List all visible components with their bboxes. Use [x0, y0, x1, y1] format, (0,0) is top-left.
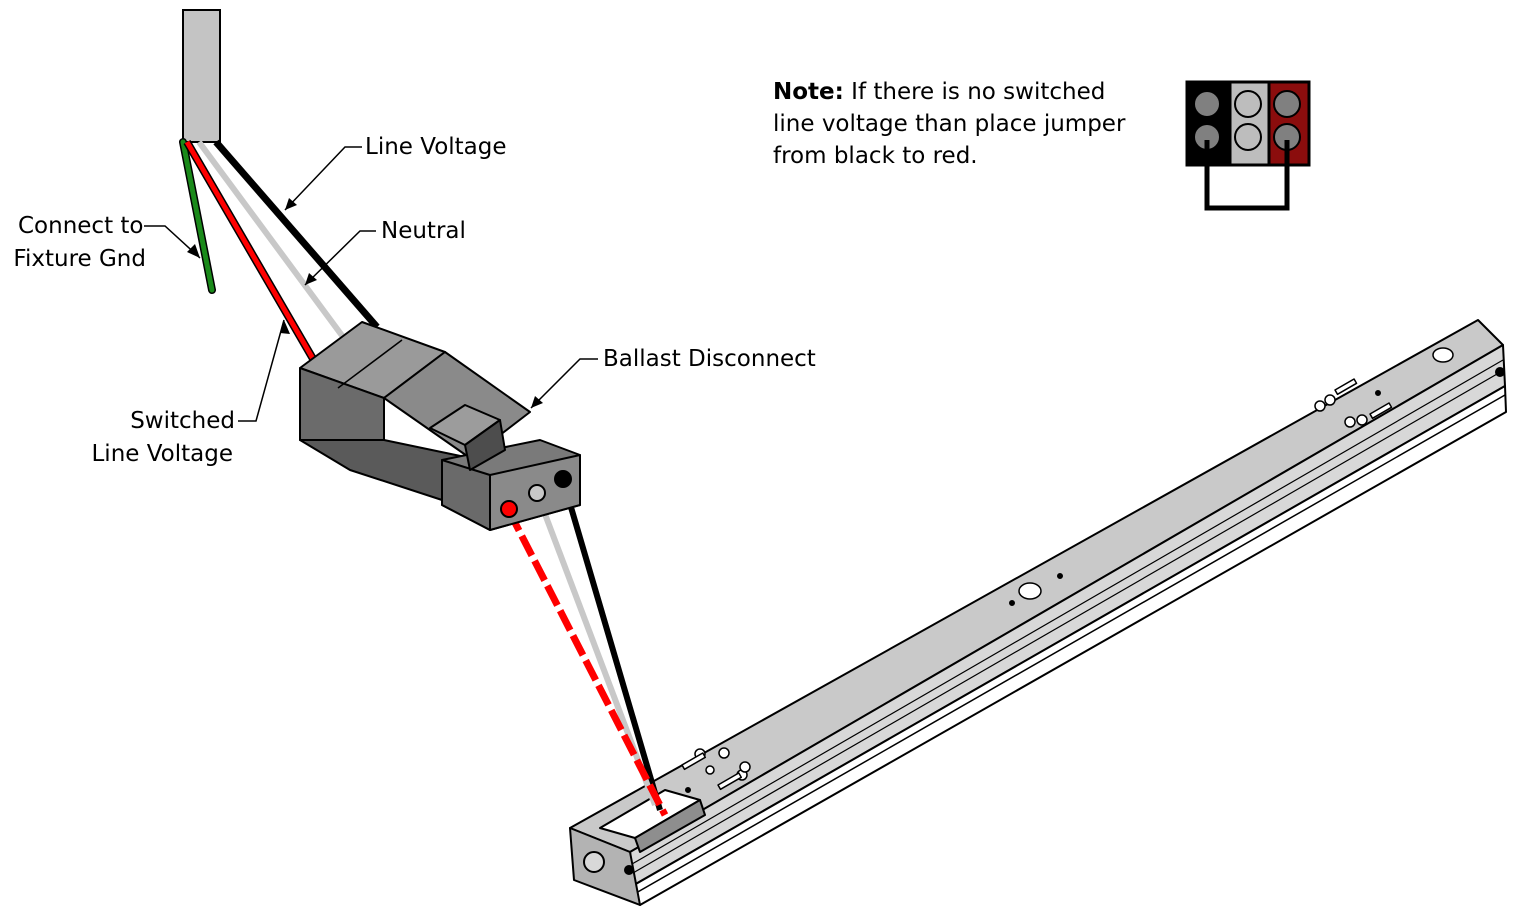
switched-line-wire-out — [505, 509, 669, 817]
line-voltage-wire-in — [213, 139, 380, 330]
fixture-channel — [569, 319, 1507, 906]
label-neutral: Neutral — [381, 218, 466, 244]
note-line3: from black to red. — [773, 143, 978, 169]
label-ballast-disconnect: Ballast Disconnect — [603, 346, 816, 372]
label-switched-line2: Line Voltage — [91, 441, 233, 467]
leader-lines — [144, 146, 598, 422]
note-heading: Note: — [773, 79, 844, 105]
note-line1: If there is no switched — [851, 79, 1106, 105]
label-ground-line2: Fixture Gnd — [13, 246, 146, 272]
label-switched-line1: Switched — [130, 408, 235, 434]
leader-arrowheads — [187, 198, 543, 408]
jumper-note: Note: If there is no switched line volta… — [773, 76, 1125, 172]
neutral-wire-in — [196, 140, 352, 347]
jumper-inset — [1185, 80, 1311, 211]
ballast-disconnect-connector — [299, 321, 581, 531]
line-voltage-wire-out — [560, 479, 663, 811]
neutral-wire-out — [534, 491, 658, 807]
note-line2: line voltage than place jumper — [773, 111, 1126, 137]
label-ground-line1: Connect to — [18, 213, 144, 239]
label-line-voltage: Line Voltage — [365, 134, 507, 160]
jumper-wire — [1204, 140, 1290, 211]
supply-cable — [182, 9, 221, 143]
